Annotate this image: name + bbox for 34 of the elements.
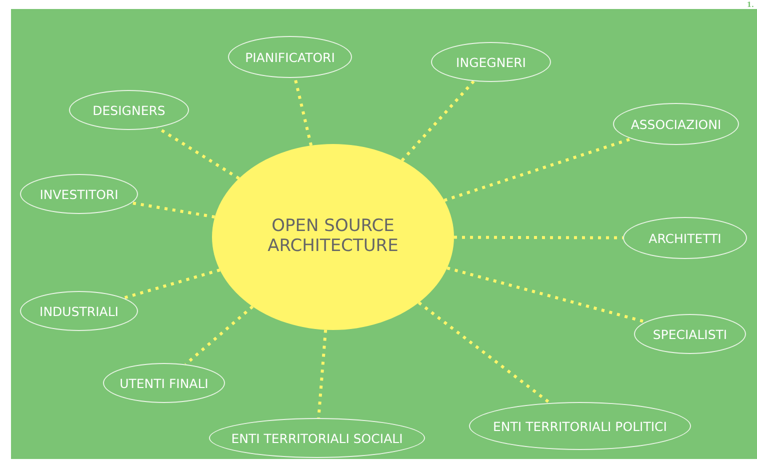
stakeholder-ellipse — [431, 42, 551, 82]
stakeholder-label: INDUSTRIALI — [40, 304, 118, 318]
dotted-connector — [454, 236, 623, 240]
stakeholder-ellipse — [69, 90, 189, 130]
dotted-connector — [294, 78, 313, 146]
dotted-connector — [400, 80, 475, 162]
dotted-connector — [444, 137, 632, 202]
stakeholder-label: ENTI TERRITORIALI POLITICI — [493, 418, 667, 434]
stakeholder-label: INGEGNERI — [456, 54, 526, 70]
stakeholder-label: SPECIALISTI — [652, 326, 728, 342]
stakeholder-ellipse — [623, 217, 747, 259]
stakeholder-ellipse — [20, 174, 138, 214]
stakeholder-label: PIANIFICATORI — [245, 50, 335, 64]
stakeholder-label: ARCHITETTI — [648, 230, 722, 246]
stakeholder-label: UTENTI FINALI — [120, 376, 208, 390]
stakeholder-ellipse — [634, 314, 746, 354]
dotted-connector — [317, 330, 328, 418]
stakeholder-ellipse — [228, 36, 352, 78]
stakeholder-ellipse — [209, 418, 425, 458]
stakeholder-ellipse — [469, 402, 691, 450]
dotted-connector — [123, 268, 220, 300]
stakeholder-ellipse — [613, 103, 739, 145]
stakeholder-label: INVESTITORI — [40, 186, 118, 202]
stakeholder-ellipse — [103, 363, 225, 403]
dotted-connector — [446, 266, 646, 324]
stakeholder-label: ASSOCIAZIONI — [630, 116, 722, 132]
dotted-connector — [418, 301, 551, 404]
dotted-connector — [156, 126, 240, 180]
stakeholder-label: DESIGNERS — [92, 102, 166, 118]
dotted-connector — [184, 305, 254, 366]
dotted-connector — [132, 201, 216, 218]
stakeholder-label: ENTI TERRITORIALI SOCIALI — [231, 430, 403, 446]
central-label: OPEN SOURCE ARCHITECTURE — [266, 217, 400, 257]
stakeholder-ellipse — [20, 291, 138, 331]
